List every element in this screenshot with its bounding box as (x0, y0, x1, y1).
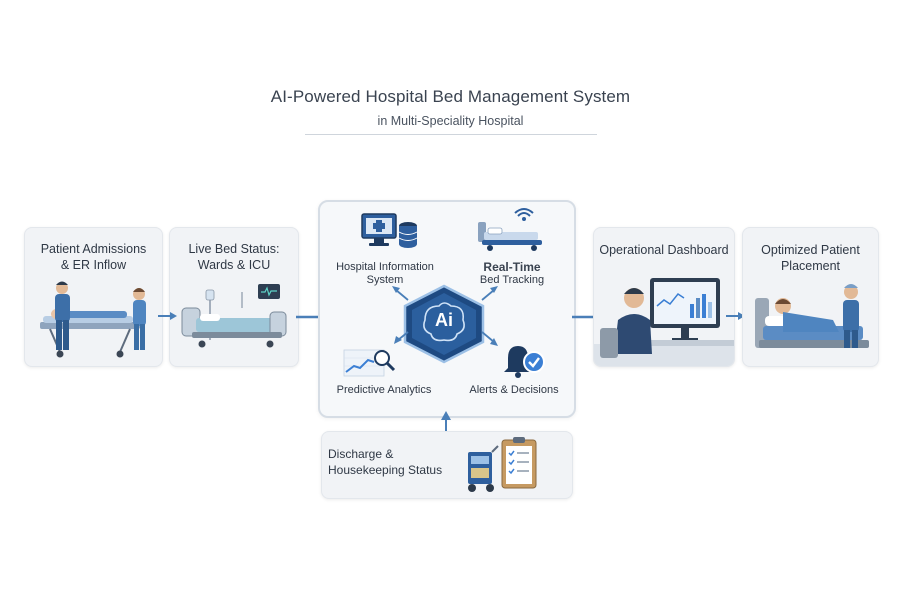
computer-database-icon (361, 213, 418, 248)
discharge-label: Discharge & Housekeeping Status (328, 447, 443, 477)
ai-brain-hexagon-icon (403, 284, 485, 364)
bed-status-card: Live Bed Status: Wards & ICU (169, 227, 299, 367)
ai-label: Ai (435, 310, 453, 330)
analytics-label: Predictive Analytics (336, 384, 432, 396)
operator-monitor-illustration (594, 278, 734, 366)
patient-bed-nurse-illustration (755, 284, 869, 348)
arrow-discharge-to-hub (441, 411, 451, 432)
chart-magnifier-icon (343, 349, 396, 377)
admissions-card: Patient Admissions & ER Inflow (24, 227, 163, 367)
title-divider (305, 134, 597, 135)
his-label: Hospital Information System (336, 261, 434, 286)
dashboard-label: Operational Dashboard (599, 243, 729, 257)
alerts-label: Alerts & Decisions (469, 384, 559, 396)
dashboard-card: Operational Dashboard (593, 227, 735, 367)
placement-card: Optimized Patient Placement (742, 227, 879, 367)
hub-spoke-arrows (392, 286, 498, 346)
page-title: AI-Powered Hospital Bed Management Syste… (270, 87, 631, 106)
page-subtitle: in Multi-Speciality Hospital (377, 114, 524, 128)
arrow-dashboard-to-placement (726, 312, 745, 320)
arrow-admissions-to-bedstatus (158, 312, 177, 320)
placement-label: Optimized Patient Placement (761, 243, 860, 273)
admissions-label: Patient Admissions & ER Inflow (40, 242, 147, 272)
hospital-bed-illustration (181, 284, 287, 348)
bed-status-label: Live Bed Status: Wards & ICU (188, 242, 280, 272)
bed-wifi-icon (478, 208, 542, 251)
bell-check-icon (504, 346, 545, 378)
discharge-card: Discharge & Housekeeping Status (321, 431, 573, 499)
bed-tracking-label: Real-Time Bed Tracking (479, 260, 545, 287)
cart-clipboard-illustration (468, 437, 537, 492)
stretcher-illustration (40, 281, 146, 358)
